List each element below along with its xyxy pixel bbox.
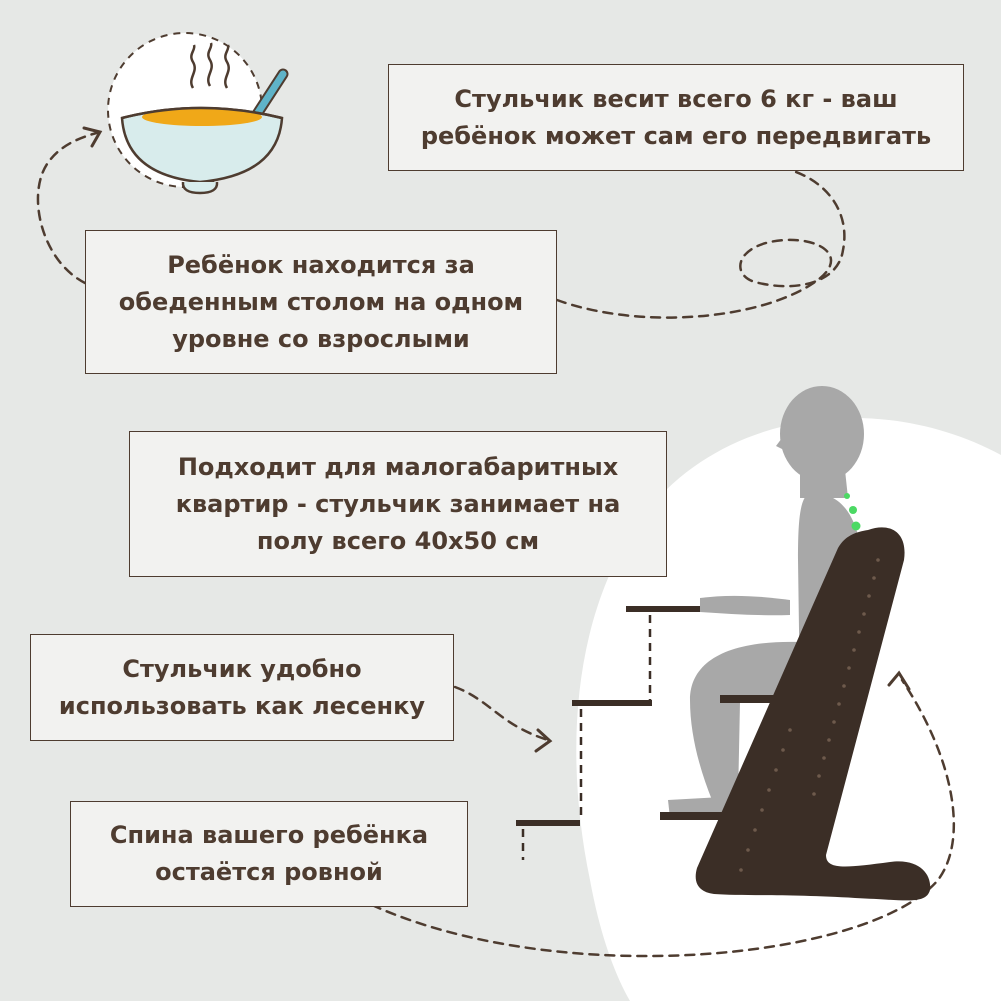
connector-ladder-to-steps bbox=[453, 685, 550, 742]
connector-back-to-chair bbox=[370, 678, 956, 958]
callout-straight-back-text: Спина вашего ребёнка остаётся ровной bbox=[109, 821, 429, 886]
callout-table-level: Ребёнок находится за обеденным столом на… bbox=[85, 230, 557, 374]
callout-compact-size-text: Подходит для малогабаритных квартир - ст… bbox=[175, 452, 621, 555]
callout-straight-back: Спина вашего ребёнка остаётся ровной bbox=[70, 801, 468, 907]
callout-ladder: Стульчик удобно использовать как лесенку bbox=[30, 634, 454, 741]
callout-table-level-text: Ребёнок находится за обеденным столом на… bbox=[118, 250, 524, 353]
arrow-icon bbox=[82, 126, 911, 753]
callout-ladder-text: Стульчик удобно использовать как лесенку bbox=[58, 654, 426, 720]
wooden-chair bbox=[660, 527, 931, 901]
callout-weight-text: Стульчик весит всего 6 кг - ваш ребёнок … bbox=[420, 84, 932, 150]
callout-compact-size: Подходит для малогабаритных квартир - ст… bbox=[129, 431, 667, 577]
stair-steps bbox=[516, 606, 764, 860]
connector-table-to-weight bbox=[555, 170, 846, 319]
connector-table-to-bowl bbox=[36, 130, 102, 285]
soup-bowl-icon bbox=[107, 32, 289, 195]
callout-weight: Стульчик весит всего 6 кг - ваш ребёнок … bbox=[388, 64, 964, 171]
